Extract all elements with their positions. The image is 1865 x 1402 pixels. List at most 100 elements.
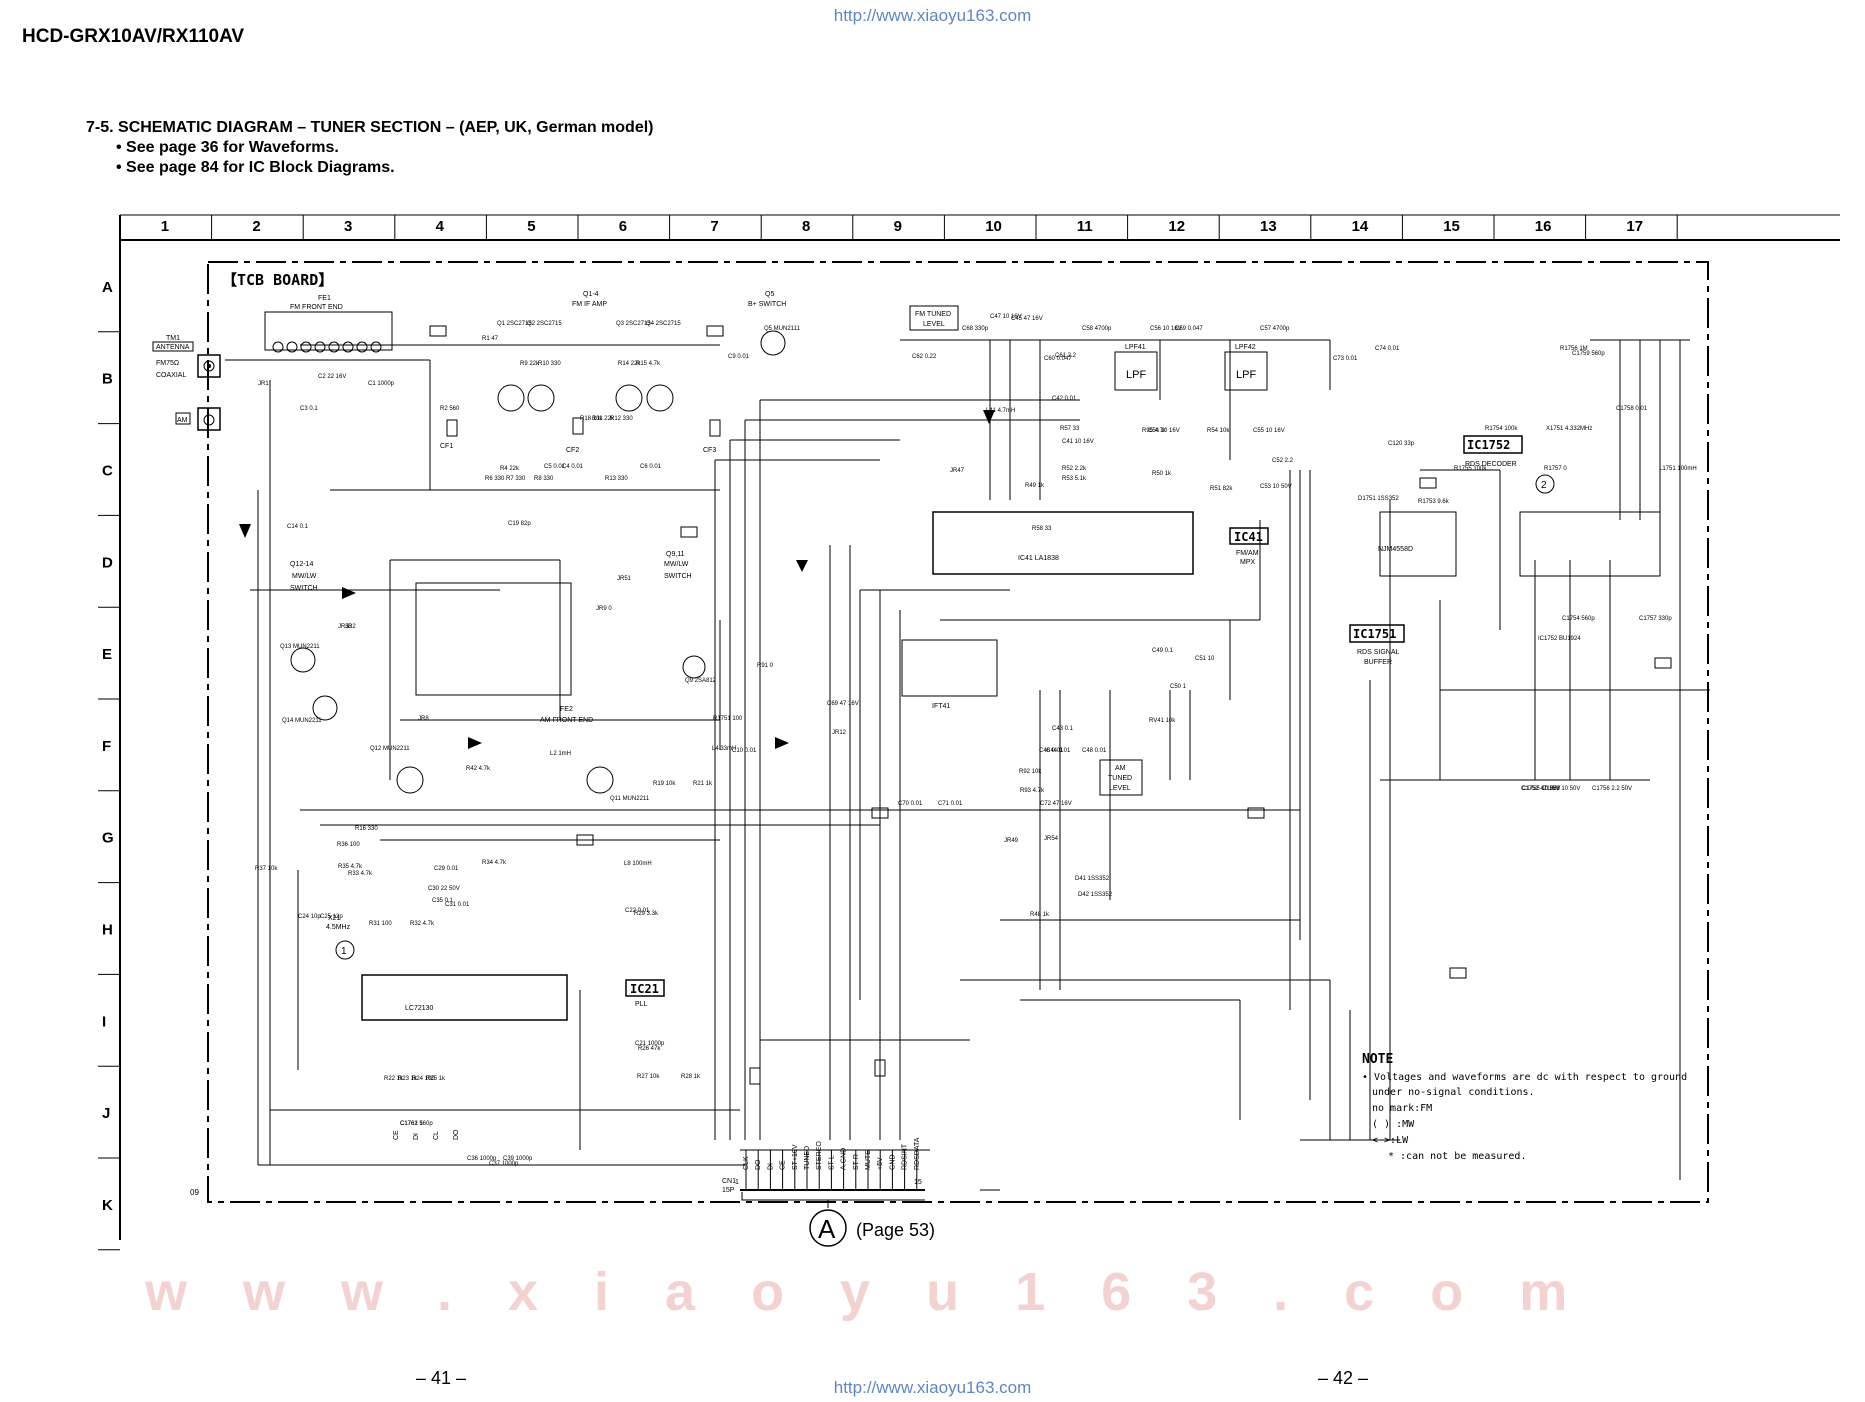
component-label: JR47 <box>950 468 965 474</box>
capacitor-label: C52 2.2 <box>1272 458 1294 464</box>
source-url-top[interactable]: http://www.xiaoyu163.com <box>833 6 1032 25</box>
cf3-label: CF3 <box>703 447 716 454</box>
capacitor-label: C3 0.1 <box>300 406 318 412</box>
capacitor-label: C31 0.01 <box>445 902 470 908</box>
transistor-label: Q3 2SC2715 <box>616 321 651 327</box>
capacitor-label: C19 82p <box>508 521 531 527</box>
component-label: JR9 0 <box>596 606 612 612</box>
ic41-ref: IC41 <box>1234 530 1263 544</box>
grid-column-label: 7 <box>710 218 718 235</box>
ift41-transformer: IFT41 <box>901 639 998 710</box>
ic41-fn-1: FM/AM <box>1236 550 1259 557</box>
note-line-2: under no-signal conditions. <box>1372 1087 1535 1098</box>
fe2-name: AM FRONT END <box>540 717 593 724</box>
tm1-ref: TM1 <box>166 335 180 342</box>
x21-value: 4.5MHz <box>326 924 351 931</box>
page-reference-a[interactable]: A (Page 53) <box>809 1209 935 1247</box>
resistor-label: R51 82k <box>1210 486 1233 492</box>
grid-column-label: 1 <box>161 218 169 235</box>
transistor-label: Q2 2SC2715 <box>527 321 562 327</box>
q1214-fn-1: MW/LW <box>292 573 317 580</box>
ic21-fn: PLL <box>635 1001 648 1008</box>
capacitor-label: C39 1000p <box>503 1156 533 1162</box>
capacitor-label: C60 0.047 <box>1044 356 1072 362</box>
tm1-coaxial-label: COAXIAL <box>156 372 186 379</box>
capacitor-label: C1754 560p <box>1562 616 1595 622</box>
resistor-label: R54 10k <box>1207 428 1230 434</box>
resistor-label: R58 33 <box>1032 526 1052 532</box>
block-diagram-reference-note: • See page 84 for IC Block Diagrams. <box>116 159 395 176</box>
source-url-bottom[interactable]: http://www.xiaoyu163.com <box>833 1378 1032 1397</box>
resistor-label: R19 10k <box>653 781 676 787</box>
connector-signal-labels: CLKDODICEST+10VTUNEDSTEREOST-LA.GNDST-RM… <box>743 1137 921 1190</box>
capacitor-label: C41 10 16V <box>1062 439 1094 445</box>
grid-row-label: I <box>102 1013 106 1030</box>
board-title: 【TCB BOARD】 <box>222 271 333 289</box>
mw-lw-switch-left: Q12-14 MW/LW SWITCH <box>290 561 338 721</box>
lpf41-label: LPF <box>1126 369 1146 381</box>
capacitor-label: C1756 2.2 50V <box>1592 786 1632 792</box>
capacitor-label: C4 0.01 <box>562 464 584 470</box>
capacitor-label: C49 0.1 <box>1152 648 1174 654</box>
resistor-label: R93 4.7k <box>1020 788 1045 794</box>
cn1-pin1: 1 <box>735 1179 739 1186</box>
component-label: RV41 10k <box>1149 718 1176 724</box>
pll-signal: CE <box>393 1130 400 1140</box>
component-label: JR49 <box>1004 838 1019 844</box>
ic41-part: IC41 LA1838 <box>1018 555 1059 562</box>
resistor-label: R27 10k <box>637 1074 660 1080</box>
resistor-label: R21 1k <box>693 781 713 787</box>
capacitor-label: C47 10 16V <box>990 314 1022 320</box>
b-plus-markers <box>429 325 1672 1085</box>
resistor-label: R6 330 <box>485 476 505 482</box>
transistor-label: Q11 MUN2211 <box>610 796 650 802</box>
q1214-fn-2: SWITCH <box>290 585 318 592</box>
note-title: NOTE <box>1362 1052 1393 1067</box>
transistor-label: Q12 MUN2211 <box>370 746 410 752</box>
ref-page-label: (Page 53) <box>856 1220 935 1240</box>
resistor-label: R52 2.2k <box>1062 466 1087 472</box>
capacitor-label: C30 22 50V <box>428 886 460 892</box>
capacitor-label: C74 0.01 <box>1375 346 1400 352</box>
capacitor-label: C54 10 16V <box>1148 428 1180 434</box>
q5-ref: Q5 <box>765 291 774 298</box>
capacitor-label: C1758 0.01 <box>1616 406 1648 412</box>
fe2-ref: FE2 <box>560 706 573 713</box>
ic1752-fn: RDS DECODER <box>1465 461 1517 468</box>
grid-column-label: 6 <box>619 218 627 235</box>
resistor-label: R1756 1M <box>1560 346 1588 352</box>
ic1751-fn-1: RDS SIGNAL <box>1357 649 1400 656</box>
resistor-label: R50 1k <box>1152 471 1172 477</box>
grid-row-label: K <box>102 1197 113 1214</box>
signal-flow-arrows <box>239 410 995 749</box>
q911-ref: Q9,11 <box>666 551 685 558</box>
capacitor-label: C73 0.01 <box>1333 356 1358 362</box>
component-label: D1751 1SS352 <box>1358 496 1399 502</box>
grid-column-label: 15 <box>1443 218 1460 235</box>
resistor-label: R23 1k <box>398 1076 418 1082</box>
capacitor-label: C45 47 16V <box>1011 316 1043 322</box>
transistor-label: Q4 2SC2715 <box>646 321 681 327</box>
am-front-end: FE2 AM FRONT END <box>415 582 593 724</box>
capacitor-label: C36 1000p <box>467 1156 497 1162</box>
low-pass-filters: LPF41 LPF LPF42 LPF <box>1114 344 1268 391</box>
grid-frame <box>119 214 1840 1240</box>
tm1-fm-label: FM75Ω <box>156 360 179 367</box>
resistor-label: R95 4.7k <box>1142 428 1167 434</box>
lpf41-ref: LPF41 <box>1125 344 1146 351</box>
grid-column-label: 4 <box>436 218 445 235</box>
fe1-name: FM FRONT END <box>290 304 343 311</box>
capacitor-label: C1753 10 50V <box>1542 786 1580 792</box>
pll-signal: DO <box>453 1129 460 1140</box>
transistor-label: Q14 MUN2211 <box>282 718 322 724</box>
resistor-label: R49 1k <box>1025 483 1045 489</box>
capacitor-label: C1762 560p <box>400 1121 433 1127</box>
component-label: JR1 <box>258 381 269 387</box>
transistor-label: Q13 MUN2211 <box>280 644 320 650</box>
q5-name: B+ SWITCH <box>748 301 786 308</box>
capacitor-label: C68 330p <box>962 326 989 332</box>
